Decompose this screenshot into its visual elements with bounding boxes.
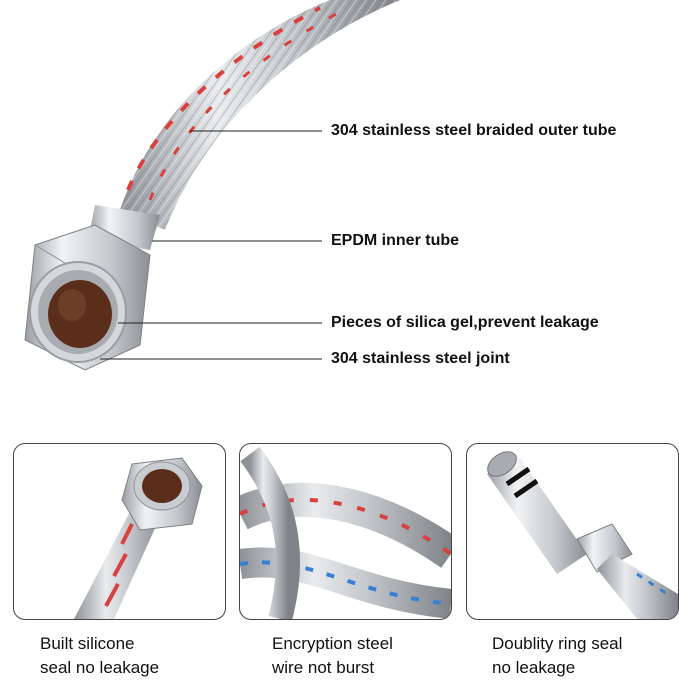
feature-caption-encryption-steel: Encryption steel wire not burst bbox=[272, 632, 492, 680]
feature-panel-ring-seal bbox=[466, 443, 679, 620]
feature-panel-silicone-seal bbox=[13, 443, 226, 620]
callout-silica-gel: Pieces of silica gel,prevent leakage bbox=[331, 314, 599, 331]
caption-line: Doublity ring seal bbox=[492, 634, 623, 653]
feature-caption-ring-seal: Doublity ring seal no leakage bbox=[492, 632, 679, 680]
hose-product-image bbox=[24, 0, 400, 371]
caption-line: wire not burst bbox=[272, 658, 375, 677]
callout-outer-tube: 304 stainless steel braided outer tube bbox=[331, 122, 617, 139]
nut-closeup-image bbox=[74, 457, 203, 619]
feature-panel-encryption-steel bbox=[239, 443, 452, 620]
caption-line: seal no leakage bbox=[40, 658, 160, 677]
feature-caption-silicone-seal: Built silicone seal no leakage bbox=[40, 632, 260, 680]
callout-steel-joint: 304 stainless steel joint bbox=[331, 350, 510, 367]
caption-line: no leakage bbox=[492, 658, 576, 677]
caption-line: Built silicone bbox=[40, 634, 135, 653]
braided-hose-image bbox=[240, 446, 451, 619]
fitting-oring-image bbox=[487, 451, 678, 619]
callout-inner-tube: EPDM inner tube bbox=[331, 232, 460, 249]
caption-line: Encryption steel bbox=[272, 634, 393, 653]
